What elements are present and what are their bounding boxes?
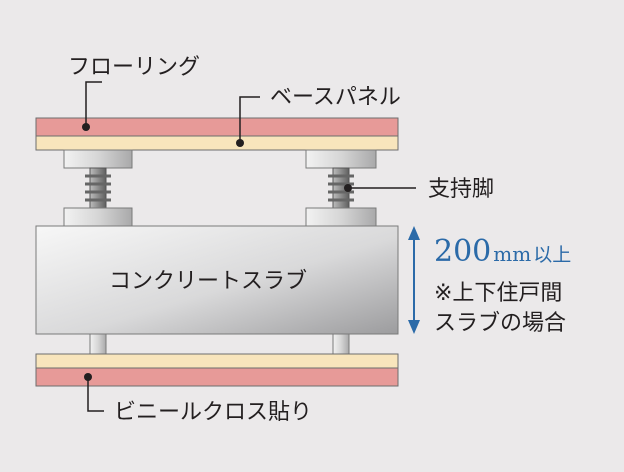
dimension-arrow [408,226,420,334]
ceiling-hanger-left [89,333,107,355]
vinyl-cross-leader-dot [84,373,92,381]
ceiling-board-layer [35,353,399,369]
base-panel-label: ベースパネル [270,85,401,110]
support-leg-right [305,149,377,227]
note-line-1: ※上下住戸間 [434,281,562,306]
concrete-slab-label: コンクリートスラブ [109,269,307,294]
vinyl-cross-label: ビニールクロス貼り [114,400,312,425]
base-panel-leader-dot [236,139,244,147]
vinyl-cross-layer [35,367,399,387]
base-panel-layer [35,135,399,151]
support-leg-leader-dot [344,184,352,192]
dimension-unit: mm [493,242,531,266]
flooring-leader-dot [82,123,90,131]
support-leg-left [63,149,133,227]
note-line-2: スラブの場合 [434,311,566,336]
support-leg-label: 支持脚 [428,177,494,202]
flooring-leader [85,81,102,127]
flooring-layer-top [35,117,399,137]
base-panel-leader [239,96,260,143]
dimension-value: 200 [434,234,491,269]
ceiling-hanger-right [332,333,350,355]
flooring-label: フローリング [68,55,200,80]
vinyl-cross-leader [87,377,104,412]
concrete-slab [35,225,399,335]
dimension-suffix: 以上 [533,244,571,266]
